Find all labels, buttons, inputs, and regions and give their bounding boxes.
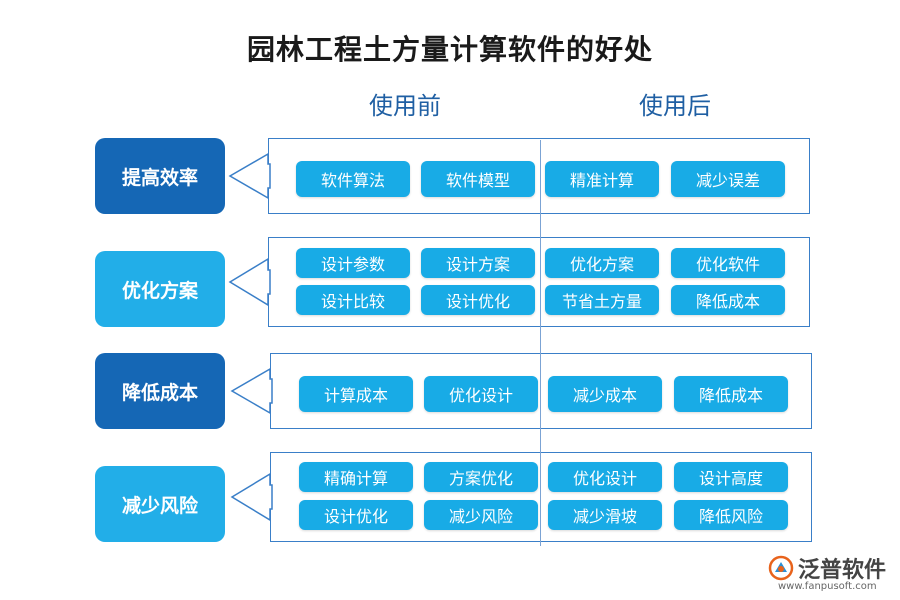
diagram-title: 园林工程土方量计算软件的好处 (246, 33, 653, 66)
chip-row-2-before-1: 设计参数 (296, 248, 410, 278)
category-optimize-plan: 优化方案 (95, 251, 225, 327)
chip-row-2-after-4: 降低成本 (671, 285, 785, 315)
chip-row-1-after-2: 减少误差 (671, 161, 785, 197)
before-after-divider (540, 140, 541, 546)
chip-row-1-after-1: 精准计算 (545, 161, 659, 197)
brand-logo-icon (768, 555, 794, 581)
brand-url: www.fanpusoft.com (778, 581, 877, 592)
chip-row-2-after-3: 节省土方量 (545, 285, 659, 315)
arrow-row-1 (228, 152, 271, 200)
chip-row-4-before-2: 方案优化 (424, 462, 538, 492)
chip-row-4-after-4: 降低风险 (674, 500, 788, 530)
chip-row-4-before-1: 精确计算 (299, 462, 413, 492)
chip-row-2-after-1: 优化方案 (545, 248, 659, 278)
arrow-row-3 (230, 367, 273, 415)
chip-row-4-after-1: 优化设计 (548, 462, 662, 492)
chip-row-2-after-2: 优化软件 (671, 248, 785, 278)
arrow-row-2 (228, 257, 271, 307)
chip-row-3-after-2: 降低成本 (674, 376, 788, 412)
chip-row-2-before-4: 设计优化 (421, 285, 535, 315)
chip-row-3-before-1: 计算成本 (299, 376, 413, 412)
brand-name: 泛普软件 (798, 558, 887, 583)
chip-row-1-before-1: 软件算法 (296, 161, 410, 197)
chip-row-4-after-2: 设计高度 (674, 462, 788, 492)
category-reduce-risk: 减少风险 (95, 466, 225, 542)
category-reduce-cost: 降低成本 (95, 353, 225, 429)
column-header-before: 使用前 (369, 92, 441, 120)
category-efficiency: 提高效率 (95, 138, 225, 214)
chip-row-4-before-3: 设计优化 (299, 500, 413, 530)
chip-row-2-before-3: 设计比较 (296, 285, 410, 315)
chip-row-1-before-2: 软件模型 (421, 161, 535, 197)
chip-row-3-before-2: 优化设计 (424, 376, 538, 412)
chip-row-4-after-3: 减少滑坡 (548, 500, 662, 530)
brand-logo: 泛普软件 (768, 552, 886, 584)
chip-row-2-before-2: 设计方案 (421, 248, 535, 278)
arrow-row-4 (230, 472, 273, 522)
chip-row-4-before-4: 减少风险 (424, 500, 538, 530)
column-header-after: 使用后 (639, 92, 711, 120)
chip-row-3-after-1: 减少成本 (548, 376, 662, 412)
